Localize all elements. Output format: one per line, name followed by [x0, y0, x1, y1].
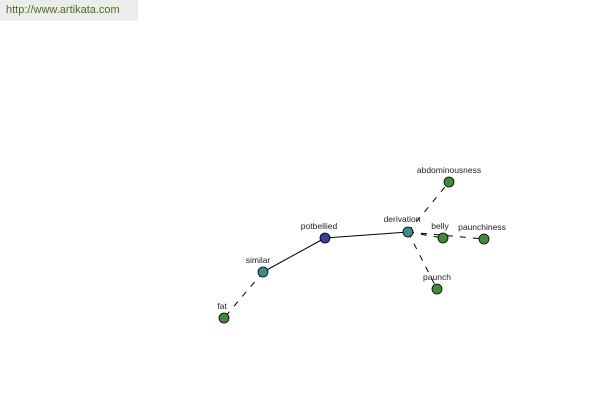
node-label-paunch[interactable]: paunch: [423, 272, 451, 282]
node-label-derivation[interactable]: derivation: [384, 214, 421, 224]
node-similar[interactable]: [257, 266, 269, 278]
edge-potbellied-similar: [262, 237, 326, 273]
node-label-potbellied[interactable]: potbellied: [301, 221, 338, 231]
node-label-abdominousness[interactable]: abdominousness: [417, 165, 481, 175]
node-label-paunchiness[interactable]: paunchiness: [458, 222, 506, 232]
node-paunchiness[interactable]: [478, 233, 490, 245]
labels-layer: potbellied similar derivation fat abdominous…: [217, 165, 506, 311]
node-abdominousness[interactable]: [443, 176, 455, 188]
edge-similar-fat: [223, 271, 264, 319]
source-url-banner[interactable]: http://www.artikata.com: [0, 0, 138, 21]
node-label-belly[interactable]: belly: [431, 221, 449, 231]
nodes-layer: [218, 176, 490, 324]
edge-derivation-paunch: [407, 231, 438, 290]
node-potbellied[interactable]: [319, 232, 331, 244]
edges-layer: [223, 181, 485, 319]
node-label-fat[interactable]: fat: [217, 301, 227, 311]
node-paunch[interactable]: [431, 283, 443, 295]
node-fat[interactable]: [218, 312, 230, 324]
node-belly[interactable]: [437, 232, 449, 244]
node-derivation[interactable]: [402, 226, 414, 238]
edge-potbellied-derivation: [324, 231, 409, 239]
node-label-similar[interactable]: similar: [246, 255, 271, 265]
edge-derivation-abdominousness: [407, 181, 450, 233]
